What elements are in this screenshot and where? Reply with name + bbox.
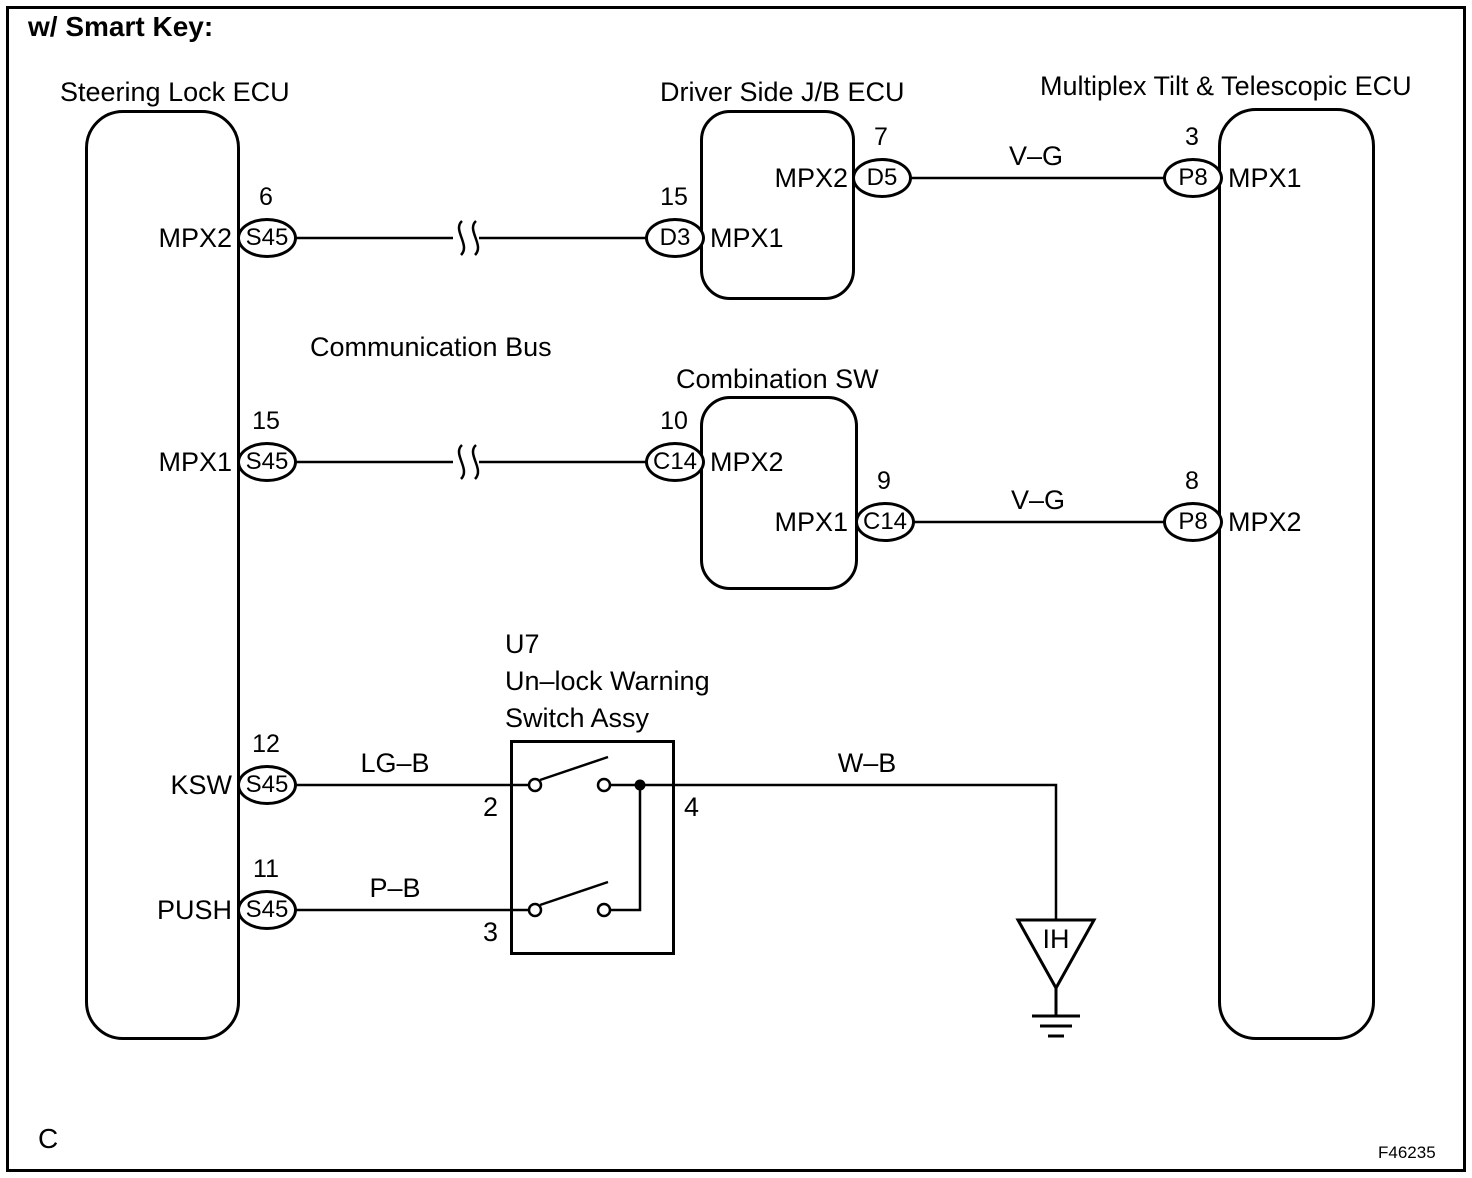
wire-wb-ground: [610, 783, 1058, 920]
connector-oval-c14-mpx1: C14: [855, 502, 915, 542]
pin-number: 12: [252, 730, 280, 758]
wire-label-vg-top: V–G: [1008, 141, 1064, 171]
pin-number: 15: [252, 407, 280, 435]
connector-code: D5: [866, 164, 898, 191]
wire-junction-dot: [634, 779, 646, 791]
connector-oval-s45-mpx1: S45: [237, 442, 297, 482]
switch-terminal-circle-2: [527, 777, 543, 793]
block-label-driver-side-jb-ecu: Driver Side J/B ECU: [660, 77, 905, 107]
block-label-combination-sw: Combination SW: [676, 364, 879, 394]
pin-number: 10: [660, 407, 688, 435]
connector-code: S45: [245, 771, 289, 798]
box-unlock-warning-switch: [510, 740, 675, 955]
connector-oval-s45-push: S45: [237, 890, 297, 930]
connector-oval-d3: D3: [645, 218, 705, 258]
block-label-multiplex-ecu: Multiplex Tilt & Telescopic ECU: [1040, 71, 1412, 101]
switch-assy-label-switch-assy: Switch Assy: [505, 703, 650, 733]
pin-number: 15: [660, 183, 688, 211]
ecu-box-driver-side-jb: [700, 110, 855, 300]
connector-oval-c14-mpx2: C14: [645, 442, 705, 482]
box-combination-sw: [700, 396, 858, 590]
connector-oval-p8-mpx2: P8: [1163, 502, 1223, 542]
signal-label-mpx1: MPX1: [158, 447, 232, 477]
connector-oval-d5: D5: [852, 158, 912, 198]
connector-oval-p8-mpx1: P8: [1163, 158, 1223, 198]
connector-code: C14: [862, 508, 908, 535]
ecu-box-multiplex-tilt-telescopic: [1218, 108, 1375, 1040]
connector-oval-s45-mpx2: S45: [237, 218, 297, 258]
wire-break-bottom-1: [457, 444, 466, 480]
pin-number: 6: [259, 183, 273, 211]
diagram-border-frame: [6, 6, 1466, 1172]
connector-code: P8: [1178, 508, 1208, 535]
wire-label-lgb: LG–B: [360, 748, 430, 778]
pin-number: 11: [253, 855, 279, 883]
signal-label-mpx1: MPX1: [1228, 163, 1302, 193]
wire-switch-link: [610, 785, 642, 912]
signal-label-mpx1: MPX1: [774, 507, 848, 537]
connector-code: S45: [245, 448, 289, 475]
communication-bus-label: Communication Bus: [310, 332, 552, 362]
ground-triangle-ih: [1015, 918, 1097, 992]
connector-oval-s45-ksw: S45: [237, 765, 297, 805]
diagram-title: w/ Smart Key:: [28, 11, 214, 42]
signal-label-mpx2: MPX2: [158, 223, 232, 253]
switch-terminal-circle-bottom-right: [596, 902, 612, 918]
switch-terminal-label-4: 4: [684, 792, 700, 822]
connector-code: D3: [659, 224, 691, 251]
signal-label-mpx2: MPX2: [774, 163, 848, 193]
pin-number: 8: [1185, 467, 1199, 495]
switch-blade-top: [539, 755, 609, 782]
pin-number: 3: [1185, 123, 1199, 151]
wire-label-pb: P–B: [369, 873, 421, 903]
connector-code: C14: [652, 448, 698, 475]
connector-code: S45: [245, 224, 289, 251]
signal-label-mpx1: MPX1: [710, 223, 784, 253]
switch-blade-bottom: [539, 880, 609, 907]
wire-break-top-1: [457, 220, 466, 256]
connector-code: P8: [1178, 164, 1208, 191]
wire-break-top-2: [471, 220, 480, 256]
footer-figure-number: F46235: [1378, 1143, 1436, 1162]
wire-label-vg-bottom: V–G: [1010, 485, 1066, 515]
signal-label-mpx2: MPX2: [1228, 507, 1302, 537]
ground-label-ih: IH: [1042, 924, 1070, 954]
switch-assy-label-unlock-warning: Un–lock Warning: [505, 666, 710, 696]
block-label-steering-lock-ecu: Steering Lock ECU: [60, 77, 290, 107]
ecu-box-steering-lock: [85, 110, 240, 1040]
switch-assy-label-u7: U7: [505, 629, 540, 659]
connector-code: S45: [245, 896, 289, 923]
switch-terminal-label-2: 2: [483, 792, 499, 822]
switch-terminal-circle-top-right: [596, 777, 612, 793]
signal-label-ksw: KSW: [170, 770, 232, 800]
switch-terminal-circle-3: [527, 902, 543, 918]
wire-break-bottom-2: [471, 444, 480, 480]
signal-label-mpx2: MPX2: [710, 447, 784, 477]
pin-number: 7: [874, 123, 888, 151]
signal-label-push: PUSH: [156, 895, 232, 925]
wire-label-wb: W–B: [837, 748, 897, 778]
footer-section-letter: C: [38, 1123, 59, 1154]
pin-number: 9: [877, 467, 891, 495]
switch-terminal-label-3: 3: [483, 917, 499, 947]
